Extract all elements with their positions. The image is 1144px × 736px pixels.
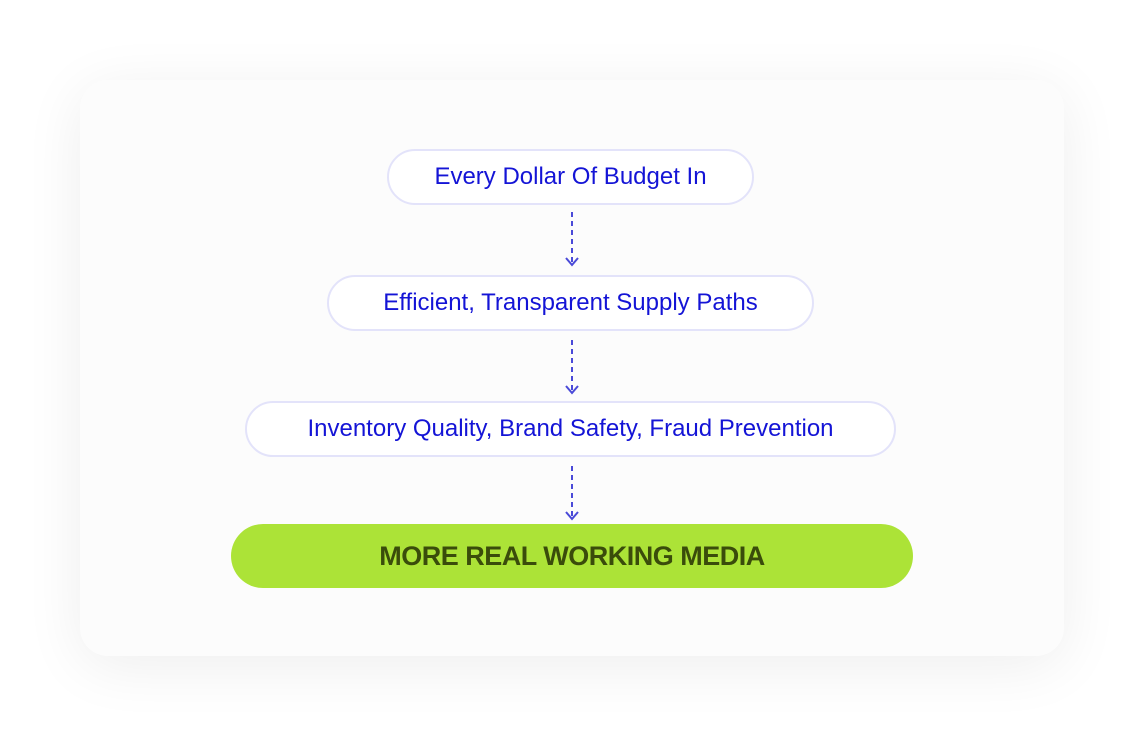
- flow-result-badge: MORE REAL WORKING MEDIA: [231, 524, 913, 588]
- flow-step-inventory-quality: Inventory Quality, Brand Safety, Fraud P…: [245, 401, 896, 457]
- flow-step-budget: Every Dollar Of Budget In: [387, 149, 754, 205]
- down-arrow-icon: [565, 212, 579, 267]
- down-arrow-icon: [565, 340, 579, 395]
- flow-step-supply-paths: Efficient, Transparent Supply Paths: [327, 275, 814, 331]
- down-arrow-icon: [565, 466, 579, 521]
